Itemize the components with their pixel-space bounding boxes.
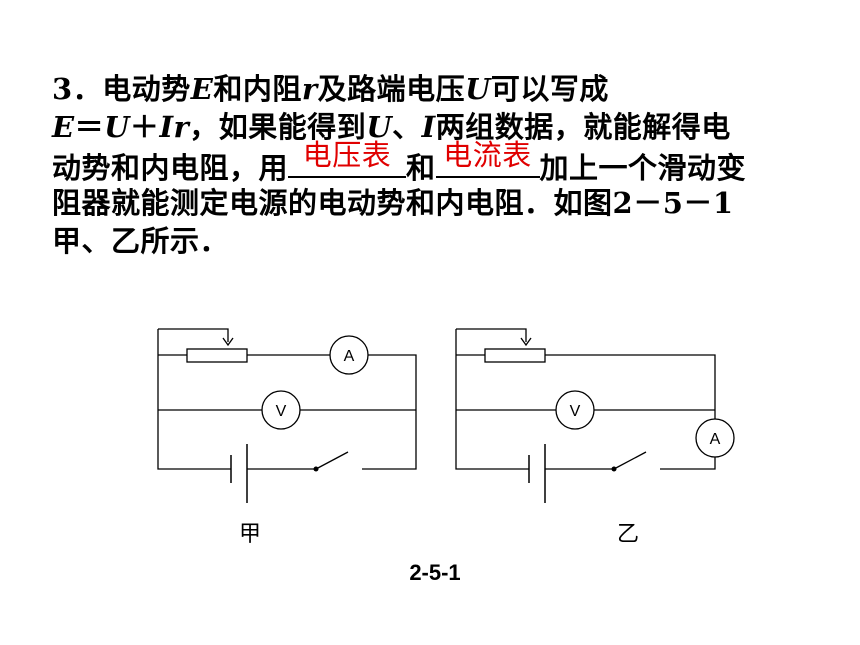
answer-blank-1: 电压表 [288, 138, 407, 178]
text-segment: 及路端电压 [317, 72, 466, 106]
text-line-4: 阻器就能测定电源的电动势和内电阻．如图2－5－1 [52, 184, 822, 222]
rheostat-slider-arrow [222, 337, 234, 347]
circuit-left: A V 甲 [157, 328, 417, 547]
answer-blank-2: 电流表 [435, 138, 540, 178]
right-wire [660, 457, 716, 470]
rheostat-slider-arrow [520, 337, 532, 347]
text-segment: 和内阻 [213, 72, 302, 106]
left-wire [157, 329, 231, 470]
symbol-U: U [465, 72, 491, 106]
caption-right: 乙 [617, 522, 639, 547]
ammeter-label: A [344, 348, 355, 365]
figure-number: 2-5-1 [409, 560, 460, 585]
text-segment: 两组数据，就能解得电 [435, 110, 731, 144]
answer-ammeter: 电流表 [443, 138, 532, 172]
problem-text: 3．电动势E和内阻r及路端电压U可以写成 E＝U＋Ir，如果能得到U、I两组数据… [52, 70, 822, 260]
symbol-E: E [52, 110, 75, 144]
plus-sign: ＋ [129, 110, 160, 144]
symbol-Ir: Ir [159, 110, 190, 144]
question-number: 3 [52, 72, 73, 106]
switch-blade [315, 451, 349, 470]
rheostat [484, 348, 546, 363]
answer-voltmeter: 电压表 [302, 138, 392, 172]
symbol-U: U [366, 110, 393, 144]
circuit-right: A V 乙 [455, 328, 735, 547]
ammeter-label: A [710, 431, 721, 448]
switch-blade [613, 451, 647, 470]
symbol-U: U [104, 110, 130, 144]
figure-reference: 2－5－1 [612, 186, 734, 220]
text-line-3: 动势和内电阻，用电压表和电流表加上一个滑动变 [52, 138, 822, 185]
rheostat-slider-wire [456, 328, 527, 342]
text-segment: ，如果能得到 [189, 110, 367, 144]
text-segment: 加上一个滑动变 [539, 151, 747, 185]
text-segment: 可以写成 [490, 72, 609, 106]
caption-left: 甲 [239, 522, 261, 547]
left-wire [455, 329, 529, 470]
symbol-E: E [190, 72, 214, 106]
text-segment: 、 [392, 110, 422, 144]
voltmeter-label: V [570, 403, 581, 420]
text-segment: 和 [406, 151, 436, 185]
symbol-r: r [301, 72, 318, 106]
text-line-2: E＝U＋Ir，如果能得到U、I两组数据，就能解得电 [52, 108, 822, 146]
voltmeter [261, 390, 301, 430]
text-segment: 动势和内电阻，用 [52, 151, 289, 185]
symbol-I: I [421, 110, 436, 144]
top-branch-wire [158, 354, 417, 470]
rheostat-slider-wire [158, 328, 229, 342]
text-segment: ．电动势 [72, 72, 191, 106]
text-line-5: 甲、乙所示． [52, 222, 822, 260]
text-segment: 甲、乙所示． [52, 224, 230, 258]
voltmeter-label: V [276, 403, 287, 420]
top-branch-wire [456, 354, 716, 419]
text-segment: 阻器就能测定电源的电动势和内电阻．如图 [52, 186, 613, 220]
voltmeter [555, 390, 595, 430]
ammeter [329, 335, 369, 375]
rheostat [186, 348, 248, 363]
equals-sign: ＝ [74, 110, 105, 144]
text-line-1: 3．电动势E和内阻r及路端电压U可以写成 [52, 70, 822, 108]
